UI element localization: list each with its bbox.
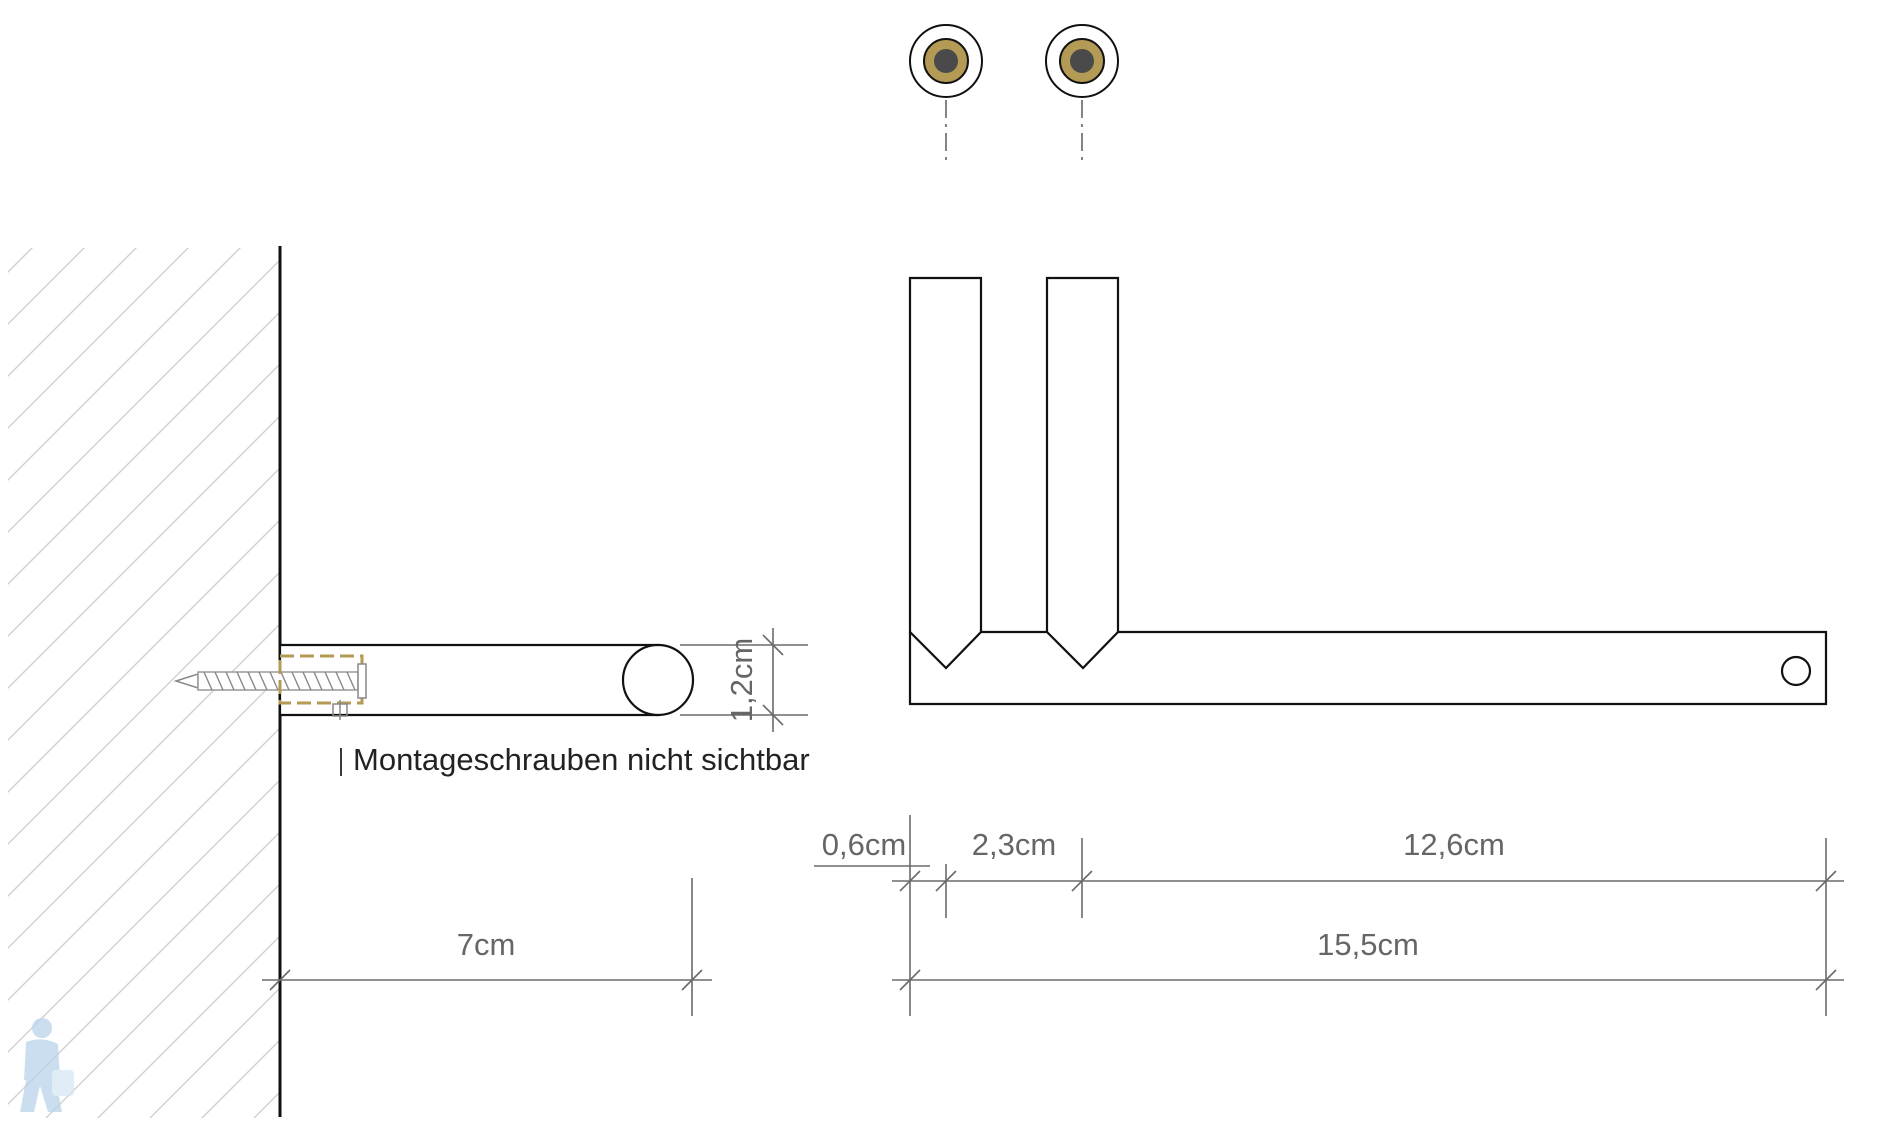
screw-head <box>357 663 367 699</box>
hatch-line <box>44 882 280 1118</box>
screw-thread <box>269 671 279 691</box>
screw-thread <box>225 671 235 691</box>
screw-tip <box>173 672 199 690</box>
prong-2-tip <box>1046 631 1119 670</box>
mascot-body <box>24 1039 60 1080</box>
prong-1-tip <box>909 631 982 670</box>
screw-thread <box>291 671 301 691</box>
diameter-dimension: 1,2cm <box>680 628 808 732</box>
screw-thread <box>236 671 246 691</box>
screw-thread <box>203 671 213 691</box>
mascot-head <box>32 1018 52 1038</box>
screw-thread <box>335 671 345 691</box>
screw-thread <box>313 671 323 691</box>
diam-tick-bottom <box>762 704 784 726</box>
tube-end-circle <box>621 643 695 717</box>
hatch-line <box>8 466 280 742</box>
hatch-line <box>8 778 280 1054</box>
mounting-note: Montageschrauben nicht sichtbar <box>353 742 810 777</box>
tip-offset-label: 0,6cm <box>822 827 906 862</box>
hatch-line <box>8 518 280 794</box>
screw-thread <box>247 671 257 691</box>
front-view: 0,6cm 2,3cm 12,6cm 15,5cm <box>814 276 1844 1016</box>
hatch-line <box>8 248 190 430</box>
screw-thread <box>214 671 224 691</box>
wall-plug-icon <box>909 24 983 162</box>
chain-tick-2 <box>935 870 957 892</box>
screw-threads <box>203 671 356 691</box>
hatch-line <box>8 310 280 586</box>
mascot-toilet <box>52 1070 74 1096</box>
hatch-line <box>8 362 280 638</box>
total-length-label: 15,5cm <box>1317 927 1419 962</box>
plug-2-core <box>1070 49 1094 73</box>
holder-outline <box>908 276 1828 706</box>
mounting-points <box>909 24 1119 162</box>
chain-tick-1 <box>899 870 921 892</box>
total-dimension: 15,5cm <box>892 927 1844 991</box>
screw-thread <box>280 671 290 691</box>
chain-tick-4 <box>1815 870 1837 892</box>
hatch-line <box>8 248 242 482</box>
chain-dimension: 0,6cm 2,3cm 12,6cm <box>814 815 1844 1016</box>
mascot-legs <box>20 1080 62 1112</box>
screw-thread <box>302 671 312 691</box>
wall-plug-icon <box>1045 24 1119 162</box>
hatch-line <box>8 258 280 534</box>
proj-tick-right <box>681 969 703 991</box>
hatch-line <box>96 934 280 1118</box>
screw-thread <box>324 671 334 691</box>
projection-dimension: 7cm <box>262 878 712 1016</box>
hatch-line <box>8 248 86 326</box>
total-tick-left <box>899 969 921 991</box>
bar-end-hole <box>1780 655 1812 687</box>
plug-1-core <box>934 49 958 73</box>
side-view: Montageschrauben nicht sichtbar 1,2cm 7c… <box>173 628 810 1016</box>
plumber-mascot-icon <box>20 1018 74 1112</box>
proj-tick-left <box>269 969 291 991</box>
hatch-line <box>8 570 280 846</box>
total-tick-right <box>1815 969 1837 991</box>
hatch-line <box>8 726 280 1002</box>
screw-leader-box <box>332 703 348 717</box>
prong-spacing-label: 2,3cm <box>972 827 1056 862</box>
hatch-line <box>8 414 280 690</box>
screw-thread <box>258 671 268 691</box>
projection-label: 7cm <box>457 927 516 962</box>
hatch-line <box>8 830 280 1106</box>
bar-length-label: 12,6cm <box>1403 827 1505 862</box>
screw-thread <box>346 671 356 691</box>
wood-screw-icon <box>173 654 367 720</box>
diameter-label: 1,2cm <box>724 638 759 722</box>
chain-tick-3 <box>1071 870 1093 892</box>
diam-tick-top <box>762 634 784 656</box>
